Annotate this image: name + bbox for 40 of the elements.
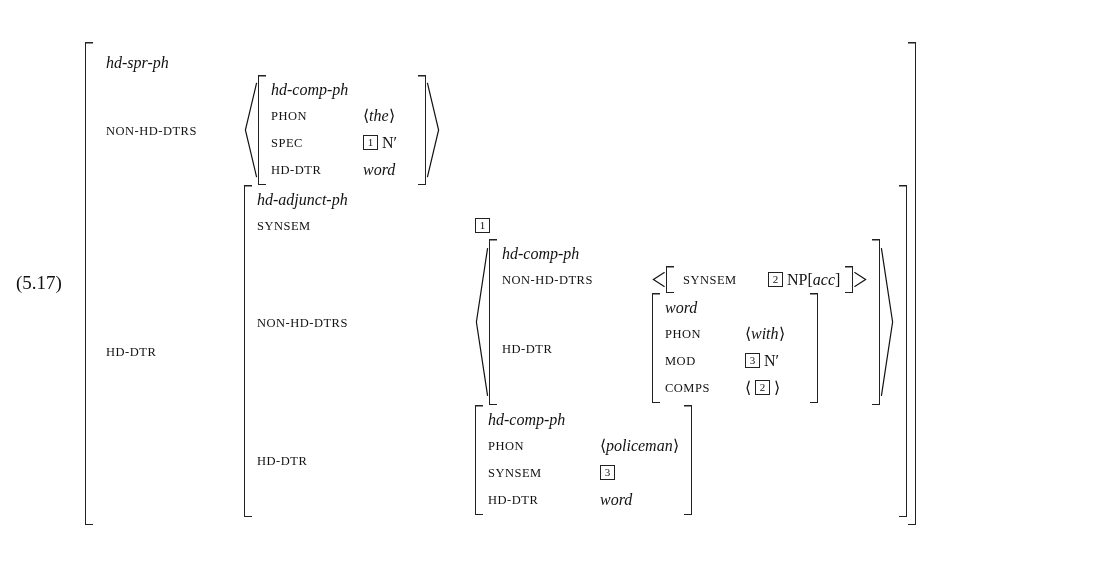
- attribute-label: NON-HD-DTRS: [106, 123, 197, 138]
- attribute-label: PHON: [488, 439, 525, 453]
- attribute-label: PHON: [271, 109, 308, 123]
- value-text: N′: [382, 133, 398, 153]
- value-text: NP[acc]: [787, 270, 841, 290]
- coindex-tag: 2: [768, 272, 783, 287]
- type-label: word: [665, 299, 698, 316]
- attribute-label: HD-DTR: [502, 341, 553, 356]
- type-label: hd-comp-ph: [488, 411, 566, 428]
- coindex-tag: 2: [755, 380, 770, 395]
- attribute-label: NON-HD-DTRS: [502, 273, 593, 287]
- attribute-label: SYNSEM: [488, 466, 542, 480]
- example-number: (5.17): [16, 272, 62, 294]
- value-text: ⟩: [774, 378, 780, 398]
- value-text: N′: [764, 351, 780, 371]
- value-text: word: [600, 490, 633, 510]
- attribute-label: SPEC: [271, 136, 303, 150]
- value-text: ⟨the⟩: [363, 106, 395, 126]
- attribute-label: SYNSEM: [257, 219, 311, 233]
- type-label: hd-spr-ph: [106, 54, 169, 71]
- attribute-label: NON-HD-DTRS: [257, 315, 348, 330]
- value-text: ⟨policeman⟩: [600, 436, 679, 457]
- coindex-tag: 3: [745, 353, 760, 368]
- type-label: hd-comp-ph: [271, 81, 349, 98]
- attribute-label: SYNSEM: [683, 273, 737, 287]
- value-text: word: [363, 160, 396, 180]
- type-label: hd-comp-ph: [502, 245, 580, 262]
- coindex-tag: 1: [475, 218, 490, 233]
- type-label: hd-adjunct-ph: [257, 191, 348, 208]
- coindex-tag: 1: [363, 135, 378, 150]
- attribute-label: HD-DTR: [271, 163, 322, 177]
- attribute-label: PHON: [665, 327, 702, 341]
- attribute-label: COMPS: [665, 381, 710, 395]
- attribute-label: MOD: [665, 354, 696, 368]
- value-text: ⟨with⟩: [745, 324, 785, 344]
- value-text: ⟨: [745, 378, 751, 398]
- attribute-label: HD-DTR: [106, 344, 157, 359]
- attribute-label: HD-DTR: [257, 453, 308, 468]
- coindex-tag: 3: [600, 465, 615, 480]
- attribute-label: HD-DTR: [488, 493, 539, 507]
